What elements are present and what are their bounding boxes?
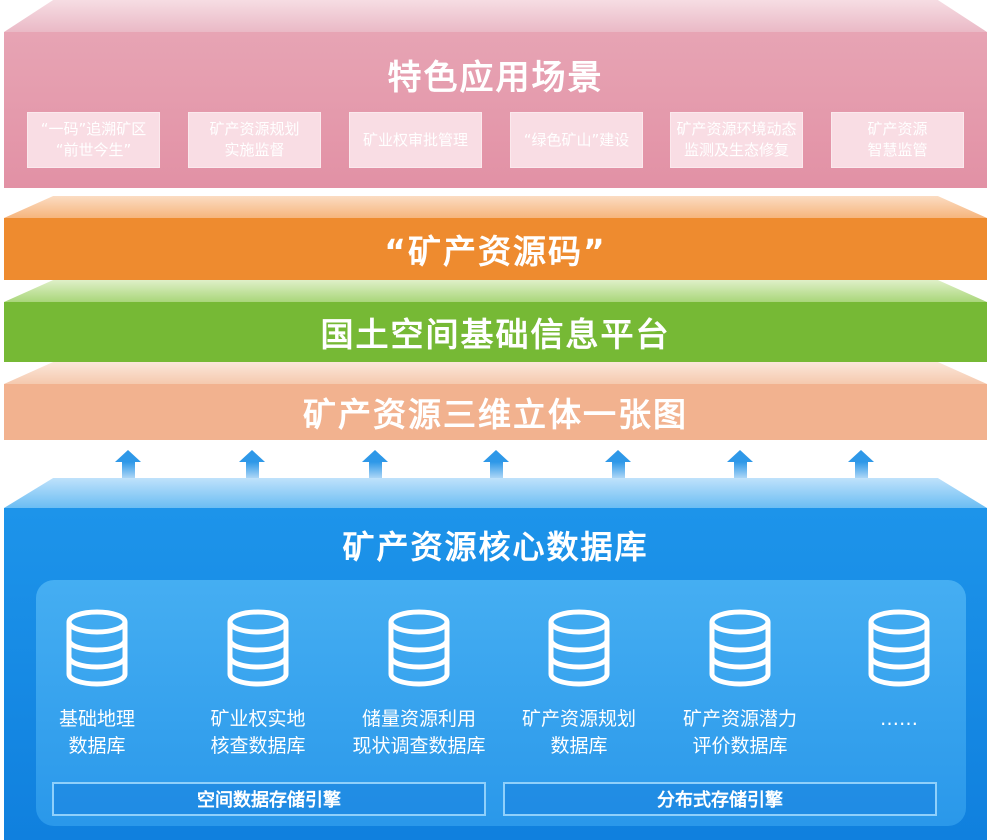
app-item: 矿产资源规划 实施监督 [188,112,321,168]
database-icon [225,608,291,688]
platform-layer: 国土空间基础信息平台 [4,302,987,362]
database-label: 基础地理 数据库 [58,708,135,757]
up-arrow-icon [605,450,631,482]
storage-engine-label: 分布式存储引擎 [657,790,783,811]
app-item: 矿产资源环境动态 监测及生态修复 [670,112,803,168]
platform-layer-top-face [4,280,987,302]
storage-engine-spatial: 空间数据存储引擎 [52,782,486,816]
app-item: 矿产资源 智慧监管 [831,112,964,168]
map-layer-top-face [4,362,987,384]
map-layer: 矿产资源三维立体一张图 [4,384,987,440]
app-item: “一码”追溯矿区 “前世今生” [27,112,160,168]
database-icon [866,608,932,688]
database-icon [386,608,452,688]
app-layer [4,32,987,188]
database-label: 矿产资源规划 数据库 [521,708,636,757]
storage-engine-label: 空间数据存储引擎 [197,790,341,811]
up-arrow-icon [239,450,265,482]
db-layer-title: 矿产资源核心数据库 [342,528,649,566]
storage-engine-distributed: 分布式存储引擎 [503,782,937,816]
db-layer-top-face [4,478,987,508]
database-label: 储量资源利用 现状调查数据库 [352,708,486,757]
code-layer-top-face [4,196,987,218]
up-arrow-icon [362,450,388,482]
platform-layer-title: 国土空间基础信息平台 [320,315,671,354]
database-icon [64,608,130,688]
code-layer: “矿产资源码” [4,218,987,280]
database-label: …… [880,708,918,730]
app-item: 矿业权审批管理 [349,112,482,168]
up-arrow-icon [727,450,753,482]
app-layer-top-face [4,0,987,32]
up-arrow-icon [483,450,509,482]
database-label: 矿产资源潜力 评价数据库 [682,708,797,757]
database-icon [546,608,612,688]
up-arrow-icon [848,450,874,482]
database-label: 矿业权实地 核查数据库 [210,708,306,757]
code-layer-title: “矿产资源码” [384,232,607,271]
app-layer-title: 特色应用场景 [387,58,604,98]
database-icon [707,608,773,688]
app-item: “绿色矿山”建设 [510,112,643,168]
up-arrow-icon [115,450,141,482]
map-layer-title: 矿产资源三维立体一张图 [303,395,688,434]
